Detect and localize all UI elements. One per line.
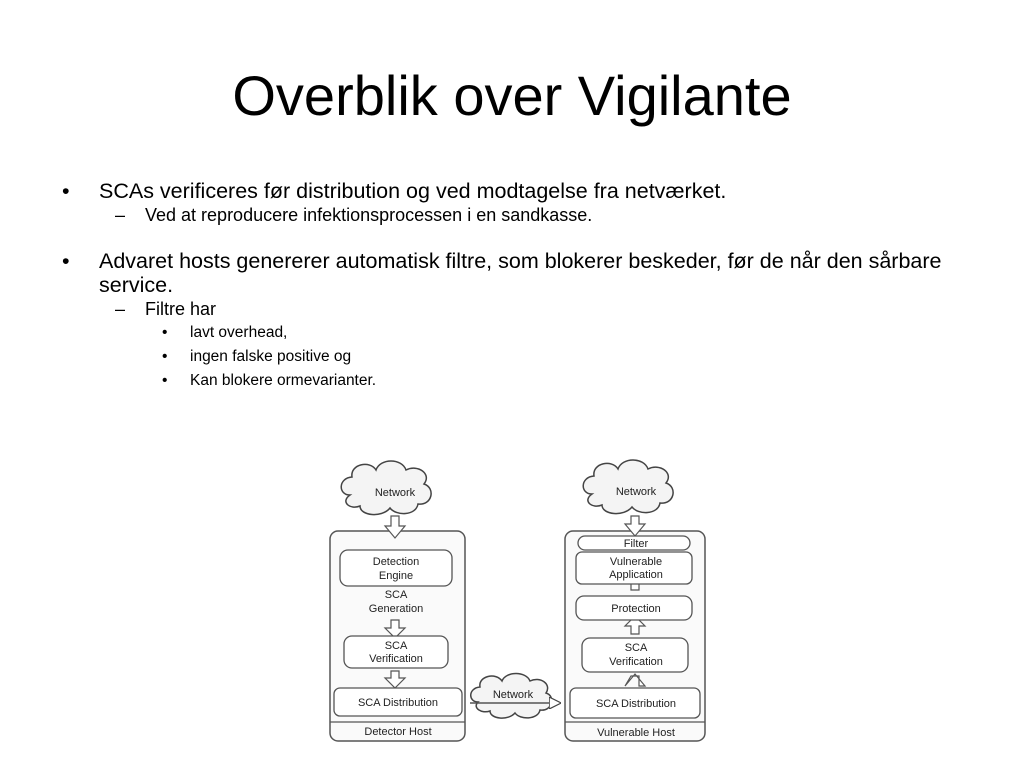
sca-verification-line2: Verification <box>369 653 423 665</box>
sub-sub-bullet-item-2: • ingen falske positive og <box>162 345 982 369</box>
protection-label: Protection <box>611 603 661 615</box>
sub-bullet-item-1: – Ved at reproducere infektionsprocessen… <box>115 203 982 227</box>
bullet-marker: • <box>162 324 168 341</box>
sub-bullet-text: Filtre har <box>145 299 217 319</box>
sub-bullet-item-2: – Filtre har <box>115 297 982 321</box>
bullet-item-1: • SCAs verificeres før distribution og v… <box>62 179 982 203</box>
sca-distribution-box <box>333 687 463 717</box>
bullet-list: • SCAs verificeres før distribution og v… <box>62 179 982 393</box>
bullet-marker: • <box>62 179 70 203</box>
bullet-text: SCAs verificeres før distribution og ved… <box>99 179 727 203</box>
detection-engine-line2: Engine <box>379 570 413 582</box>
sca-generation-line2: Generation <box>369 603 423 615</box>
network-label: Network <box>375 487 416 499</box>
bullet-marker: • <box>62 249 70 273</box>
bullet-text: Advaret hosts genererer automatisk filtr… <box>99 249 942 297</box>
dash-marker: – <box>115 299 126 319</box>
detection-engine-box <box>339 549 453 587</box>
network-label: Network <box>616 486 657 498</box>
network-cloud-icon: Network <box>582 459 674 515</box>
sca-generation-line1: SCA <box>385 589 408 601</box>
sca-distribution-box <box>569 687 701 719</box>
sca-distribution-label: SCA Distribution <box>358 697 438 709</box>
vulnerable-application-line2: Application <box>609 569 663 581</box>
slide-title: Overblik over Vigilante <box>232 64 792 127</box>
vigilante-architecture-diagram: Network Network Network Detection Engine… <box>329 459 706 742</box>
sca-verification-line2: Verification <box>609 656 663 668</box>
detection-engine-line1: Detection <box>373 556 419 568</box>
sub-bullet-text: Ved at reproducere infektionsprocessen i… <box>145 205 593 225</box>
down-arrow-icon <box>383 515 407 689</box>
sca-distribution-label: SCA Distribution <box>596 698 676 710</box>
vulnerable-application-box <box>575 551 693 585</box>
network-cloud-icon: Network <box>470 672 553 719</box>
vulnerable-application-line1: Vulnerable <box>610 556 662 568</box>
network-cloud-icon: Network <box>340 460 432 516</box>
sub-sub-bullet-item-3: • Kan blokere ormevarianter. <box>162 369 982 393</box>
sub-sub-bullet-text: lavt overhead, <box>190 324 288 341</box>
sca-verification-box <box>343 635 449 669</box>
bullet-item-2: • Advaret hosts genererer automatisk fil… <box>62 249 982 297</box>
network-label: Network <box>493 689 534 701</box>
filter-label: Filter <box>624 538 649 550</box>
bullet-marker: • <box>162 348 168 365</box>
protection-box <box>575 595 693 621</box>
filter-box <box>577 535 691 551</box>
detector-host-label: Detector Host <box>364 726 431 738</box>
sca-verification-box <box>581 637 689 673</box>
sub-sub-bullet-text: ingen falske positive og <box>190 348 352 365</box>
sub-sub-bullet-item-1: • lavt overhead, <box>162 321 982 345</box>
sca-verification-line1: SCA <box>385 640 408 652</box>
sub-sub-bullet-text: Kan blokere ormevarianter. <box>190 372 377 389</box>
vulnerable-host-label: Vulnerable Host <box>597 727 675 739</box>
bullet-marker: • <box>162 372 168 389</box>
sca-verification-line1: SCA <box>625 642 648 654</box>
dash-marker: – <box>115 205 126 225</box>
